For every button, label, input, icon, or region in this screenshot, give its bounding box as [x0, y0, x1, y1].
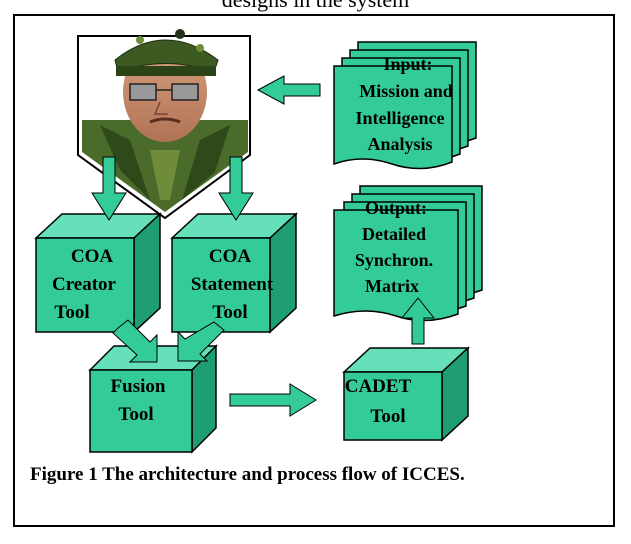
coa-creator-label-line1: COA: [71, 246, 114, 267]
arrow-coa-creator-to-fusion: [112, 319, 158, 363]
arrow-commander-to-coa-creator: [91, 156, 127, 221]
cadet-label-line1: CADET: [345, 376, 412, 397]
output-label-line2: Detailed: [362, 224, 426, 244]
input-label-line1: Input:: [383, 54, 432, 74]
input-label-line3: Intelligence: [356, 108, 445, 128]
coa-creator-tool-box: COA Creator Tool: [34, 212, 162, 334]
fusion-label-line1: Fusion: [111, 376, 166, 397]
arrow-commander-to-coa-statement: [218, 156, 254, 221]
fusion-tool-box: Fusion Tool: [88, 344, 218, 454]
figure-caption: Figure 1 The architecture and process fl…: [30, 464, 465, 485]
cadet-tool-box: CADET Tool: [342, 346, 470, 442]
arrow-coa-statement-to-fusion: [177, 321, 225, 362]
output-document: Output: Detailed Synchron. Matrix: [333, 185, 483, 322]
commander-portrait: [77, 29, 251, 220]
output-label-line1: Output:: [365, 198, 427, 218]
coa-statement-label-line2: Statement: [191, 274, 274, 295]
figure-frame: [13, 14, 615, 527]
page-top-text: designs in the system: [0, 0, 631, 13]
arrow-input-to-commander: [256, 75, 321, 105]
coa-creator-label-line2: Creator: [52, 274, 117, 295]
input-document: Input: Mission and Intelligence Analysis: [333, 41, 477, 170]
cadet-label-line2: Tool: [370, 406, 405, 427]
coa-statement-label-line1: COA: [209, 246, 252, 267]
output-label-line3: Synchron.: [355, 250, 433, 270]
input-label-line2: Mission and: [359, 81, 453, 101]
arrow-cadet-to-output: [400, 297, 436, 345]
fusion-label-line2: Tool: [118, 404, 153, 425]
coa-creator-label-line3: Tool: [54, 302, 89, 323]
output-label-line4: Matrix: [365, 276, 419, 296]
input-label-line4: Analysis: [367, 134, 432, 154]
arrow-fusion-to-cadet: [229, 383, 317, 417]
coa-statement-label-line3: Tool: [212, 302, 247, 323]
coa-statement-tool-box: COA Statement Tool: [170, 212, 298, 334]
